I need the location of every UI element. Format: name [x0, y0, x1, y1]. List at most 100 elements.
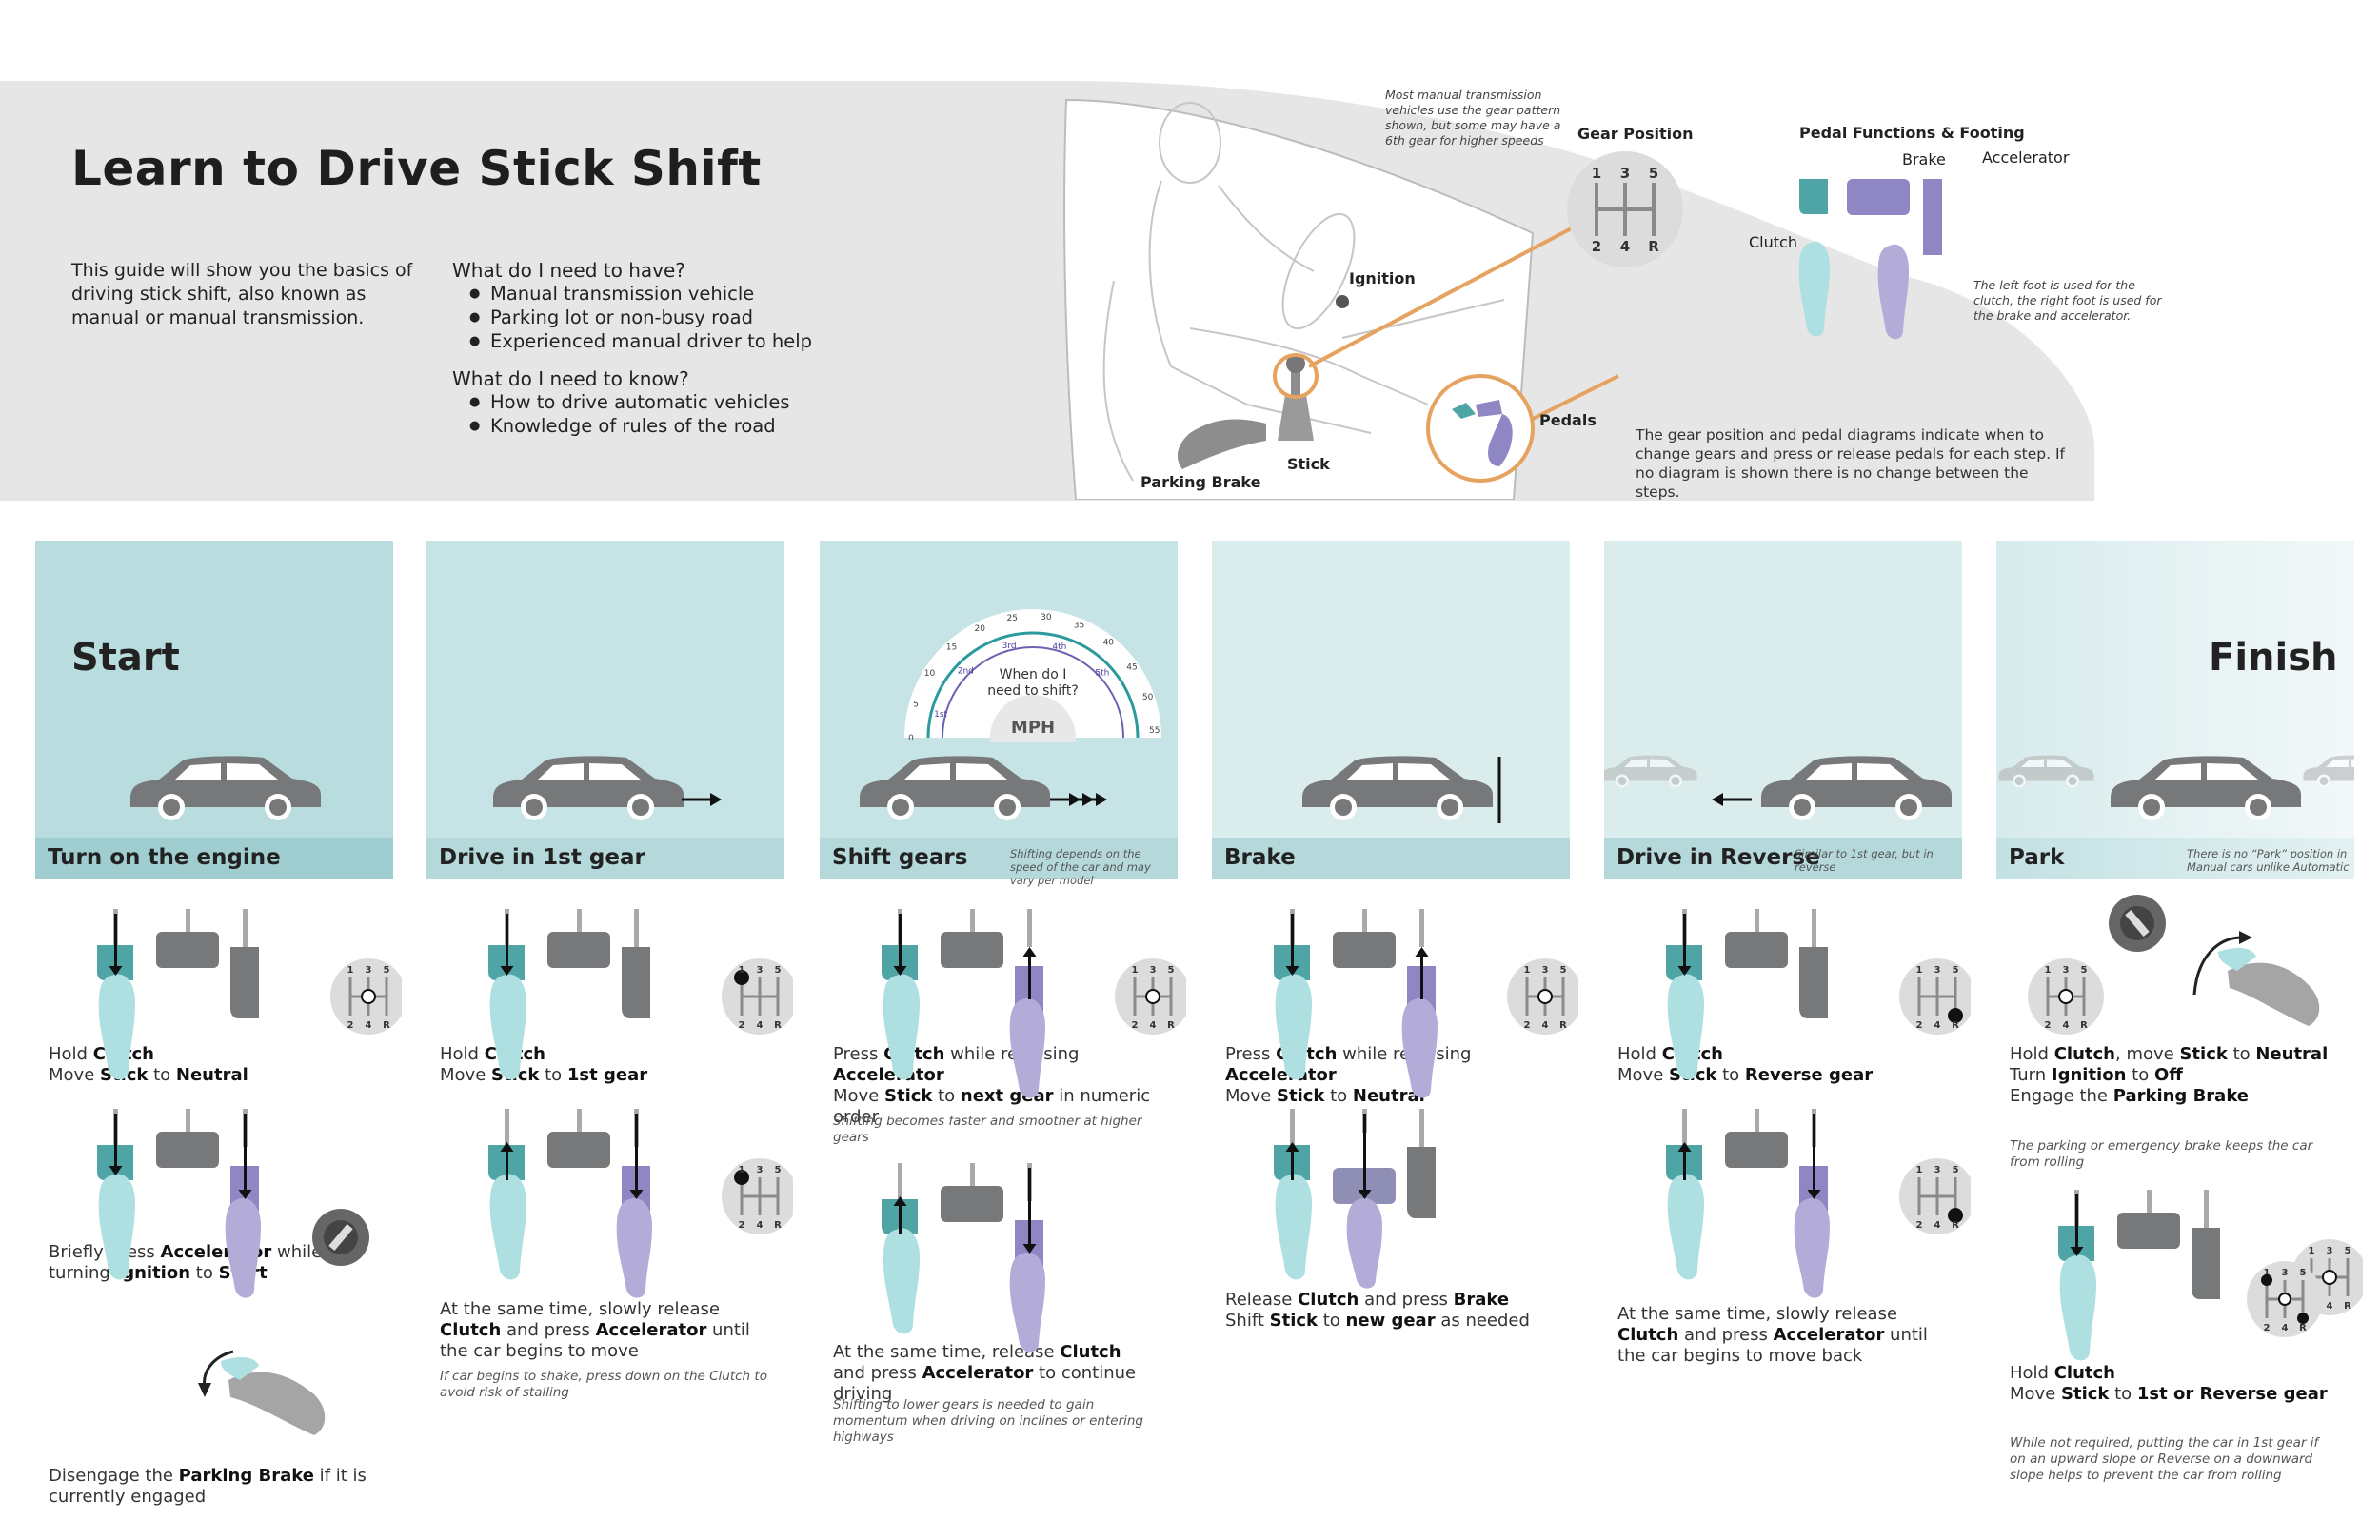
svg-text:5: 5 [1953, 965, 1959, 976]
speedometer-question: need to shift? [987, 683, 1079, 699]
panel-title: Shift gears [832, 845, 968, 870]
clutch-pedal-icon [1799, 179, 1828, 214]
brake-pedal-icon [1847, 179, 1910, 215]
gear-digit: 1 [1592, 165, 1601, 182]
svg-text:2: 2 [1524, 1020, 1531, 1031]
speedometer-tick: 5 [913, 701, 919, 710]
know-question: What do I need to know? [452, 367, 689, 390]
panel-note: There is no “Park” position in Manual ca… [2187, 847, 2350, 874]
svg-text:3: 3 [1934, 1165, 1941, 1175]
have-section: What do I need to have? Manual transmiss… [452, 259, 852, 438]
svg-text:4: 4 [1934, 1220, 1941, 1231]
svg-text:2: 2 [1916, 1220, 1923, 1231]
speedometer-tick: 40 [1103, 639, 1115, 648]
step-text: Disengage the Parking Brake if it is cur… [49, 1466, 367, 1507]
gear-note: Most manual transmission vehicles use th… [1385, 88, 1561, 148]
speedometer-tick: 55 [1149, 726, 1160, 736]
speedometer-tick: 35 [1074, 622, 1084, 631]
speedometer-gear: 4th [1052, 642, 1066, 652]
pedal-diagram [97, 1109, 261, 1298]
have-item: Manual transmission vehicle [469, 282, 852, 306]
step-note: Shifting becomes faster and smoother at … [833, 1114, 1142, 1145]
speedometer-tick: 10 [924, 669, 936, 679]
svg-text:5: 5 [2345, 1246, 2351, 1256]
gear-digit: R [1648, 238, 1659, 255]
know-item: How to drive automatic vehicles [469, 390, 852, 414]
step-note: Shifting to lower gears is needed to gai… [833, 1397, 1144, 1445]
svg-text:1: 1 [739, 965, 745, 976]
parking-brake-label: Parking Brake [1140, 473, 1261, 491]
car-icon [860, 756, 1107, 820]
svg-text:5: 5 [2081, 965, 2088, 976]
svg-text:R: R [2344, 1301, 2351, 1312]
gear-digit: 5 [1649, 165, 1658, 182]
panel-title: Drive in 1st gear [439, 845, 645, 870]
car-icon [493, 756, 722, 820]
svg-text:2: 2 [1916, 1020, 1923, 1031]
svg-text:3: 3 [366, 965, 372, 976]
gear-pattern-icon: 1 3 5 2 4 R [1567, 151, 1683, 267]
speedometer-gear: 5th [1095, 669, 1109, 679]
svg-text:R: R [2080, 1020, 2088, 1031]
speedometer-gear: 2nd [958, 666, 974, 676]
parking-brake-handle-icon [198, 1350, 326, 1435]
pedal-legend-diagram [1798, 179, 1942, 340]
car-icon [130, 756, 321, 820]
svg-text:2: 2 [2045, 1020, 2052, 1031]
ignition-label: Ignition [1349, 269, 1416, 287]
svg-text:5: 5 [1953, 1165, 1959, 1175]
speedometer-gear: 1st [934, 710, 947, 720]
panel-title-bar [426, 838, 784, 879]
panel-note: Shifting depends on the speed of the car… [1010, 847, 1151, 887]
have-item: Parking lot or non-busy road [469, 306, 852, 329]
svg-text:4: 4 [1934, 1020, 1941, 1031]
svg-text:3: 3 [1150, 965, 1157, 976]
speedometer-tick: 30 [1041, 613, 1052, 622]
panel-title-bar [1212, 838, 1570, 879]
clutch-label: Clutch [1749, 233, 1797, 251]
right-foot-icon [1877, 244, 1909, 340]
have-item: Experienced manual driver to help [469, 329, 852, 353]
speedometer-tick: 45 [1126, 662, 1137, 672]
page-title: Learn to Drive Stick Shift [71, 141, 762, 196]
svg-text:1: 1 [2309, 1246, 2315, 1256]
svg-text:R: R [1167, 1020, 1175, 1031]
svg-text:3: 3 [2327, 1246, 2333, 1256]
svg-text:R: R [383, 1020, 390, 1031]
gear-digit: 4 [1620, 238, 1630, 255]
parking-brake-handle-icon [2192, 931, 2320, 1026]
start-label: Start [71, 636, 180, 680]
step-note: While not required, putting the car in 1… [2010, 1435, 2319, 1483]
finish-label: Finish [2209, 636, 2338, 680]
car-interior-diagram [1063, 98, 1619, 500]
svg-text:4: 4 [1542, 1020, 1549, 1031]
pedal-diagram [882, 1163, 1045, 1352]
speedometer-tick: 15 [946, 643, 957, 653]
pedals-highlight-circle [1426, 374, 1535, 483]
left-foot-icon [1798, 241, 1830, 337]
car-icon [1998, 755, 2354, 820]
svg-text:3: 3 [1934, 965, 1941, 976]
ignition-key-icon [2109, 895, 2166, 952]
svg-text:5: 5 [1560, 965, 1567, 976]
parking-brake-icon [1177, 419, 1266, 469]
svg-text:4: 4 [2063, 1020, 2070, 1031]
speedometer-tick: 25 [1006, 614, 1017, 623]
svg-text:2: 2 [739, 1220, 745, 1231]
gear-position-title: Gear Position [1577, 125, 1694, 143]
svg-text:2: 2 [1132, 1020, 1139, 1031]
stick-label: Stick [1287, 455, 1330, 473]
svg-text:1: 1 [1916, 1165, 1923, 1175]
svg-text:4: 4 [366, 1020, 372, 1031]
panel-title: Turn on the engine [48, 845, 281, 870]
pedal-legend-title: Pedal Functions & Footing [1799, 124, 2025, 142]
svg-text:1: 1 [1524, 965, 1531, 976]
speedometer-tick: 0 [908, 734, 914, 742]
panel-title-bar [1604, 838, 1962, 879]
